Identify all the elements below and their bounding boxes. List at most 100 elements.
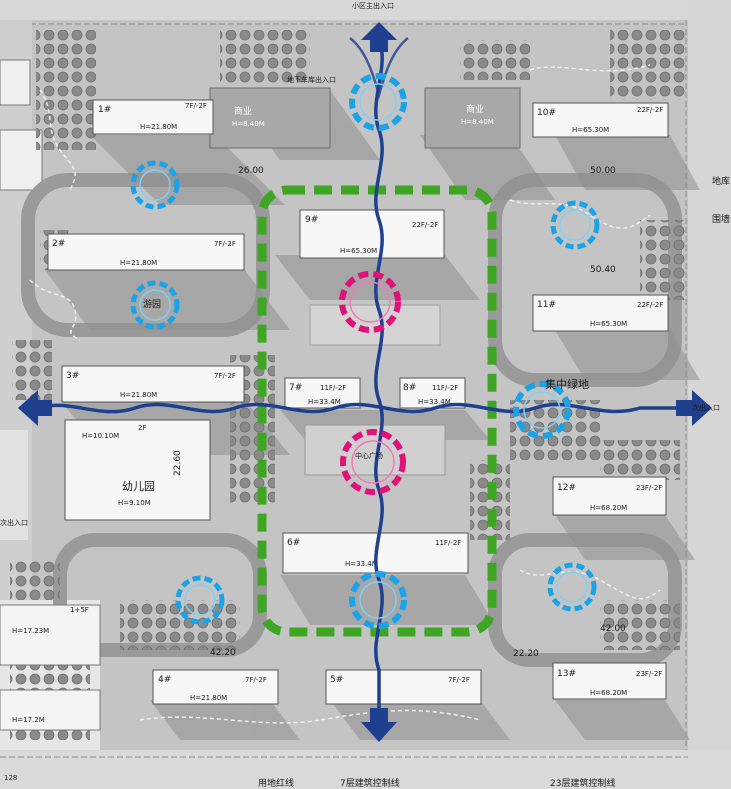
building-9-num: 9# — [305, 215, 318, 225]
node-central-plaza — [340, 429, 406, 495]
pink-nodes — [339, 271, 406, 495]
building-4-height: H=21.80M — [190, 694, 227, 702]
building-6-floors: 11F/-2F — [435, 539, 461, 547]
north-south-axis — [374, 37, 384, 712]
neighbour-building-3 — [0, 430, 28, 540]
building-1-height: H=21.80M — [140, 123, 177, 131]
south-arrow-icon — [361, 708, 397, 742]
neighbour-building — [0, 59, 31, 106]
building-10-height: H=65.30M — [572, 126, 609, 134]
building-13-num: 13# — [557, 669, 576, 679]
building-13-floors: 23F/-2F — [636, 670, 662, 678]
outside-height-2: H=17.2M — [12, 716, 45, 724]
building-5-floors: 7F/-2F — [448, 676, 470, 684]
central-green-label: 集中绿地 — [545, 377, 589, 391]
dim-6: 42.20 — [210, 648, 236, 658]
residential-buildings — [47, 99, 669, 705]
node-amusement-garden — [130, 280, 180, 330]
setback-7-label: 7层建筑控制线 — [340, 777, 400, 789]
commercial-2-height: H=8.40M — [461, 118, 494, 126]
garage-entrance-label: 地下车库出入口 — [287, 75, 336, 84]
building-2-num: 2# — [52, 239, 65, 249]
neighbour-west-1 — [0, 604, 101, 666]
building-10-num: 10# — [537, 108, 556, 118]
east-road-label-1: 地库 — [712, 175, 730, 187]
commercial-1-name: 商业 — [234, 105, 252, 117]
commercial-blocks — [209, 87, 521, 149]
kinder-height-bottom: H=9.10M — [118, 499, 151, 507]
commercial-2-name: 商业 — [466, 103, 484, 115]
building-5-num: 5# — [330, 675, 343, 685]
building-3-floors: 7F/-2F — [214, 372, 236, 380]
neighbour-building-2 — [0, 129, 43, 191]
kinder-height-top: H=10.10M — [82, 432, 119, 440]
node-north-entrance — [349, 73, 407, 131]
node-se-garden — [547, 562, 597, 612]
building-11-height: H=65.30M — [590, 320, 627, 328]
node-central-green — [513, 381, 571, 439]
garden-paths — [29, 64, 661, 724]
axis-branch-north — [349, 37, 409, 100]
building-4-floors: 7F/-2F — [245, 676, 267, 684]
tree-masses — [10, 30, 685, 740]
node-sw-garden — [175, 575, 225, 625]
building-12-floors: 23F/-2F — [636, 484, 662, 492]
east-west-axis — [37, 402, 690, 414]
outside-floors: 1+5F — [70, 606, 89, 614]
west-arrow-icon — [18, 390, 52, 426]
main-entrance-label: 小区主出入口 — [352, 1, 394, 10]
building-8-num: 8# — [403, 383, 416, 393]
building-6-num: 6# — [287, 538, 300, 548]
building-1-num: 1# — [98, 105, 111, 115]
east-arrow-icon — [676, 390, 712, 426]
building-13-height: H=68.20M — [590, 689, 627, 697]
building-10-floors: 22F/-2F — [637, 106, 663, 114]
setback-23-label: 23层建筑控制线 — [550, 777, 615, 789]
building-3-num: 3# — [66, 371, 79, 381]
blue-nodes — [130, 73, 600, 629]
building-11-num: 11# — [537, 300, 556, 310]
building-7-height: H=33.4M — [308, 398, 341, 406]
building-12-height: H=68.20M — [590, 504, 627, 512]
building-9-height: H=65.30M — [340, 247, 377, 255]
east-road-label-2: 围墙 — [712, 213, 730, 225]
outside-height-1: H=17.23M — [12, 627, 49, 635]
building-1-floors: 7F/-2F — [185, 102, 207, 110]
kinder-name: 幼儿园 — [122, 480, 155, 493]
amusement-garden-label: 游园 — [143, 298, 161, 310]
building-11-floors: 22F/-2F — [637, 301, 663, 309]
building-8-floors: 11F/-2F — [432, 384, 458, 392]
building-8-height: H=33.4M — [418, 398, 451, 406]
dim-1: 26.00 — [238, 166, 264, 176]
building-9-floors: 22F/-2F — [412, 221, 438, 229]
building-7-floors: 11F/-2F — [320, 384, 346, 392]
kindergarten — [64, 419, 211, 521]
dim-7: 22.60 — [173, 450, 183, 476]
neighbour-west-2 — [0, 689, 101, 731]
node-south-plaza — [349, 571, 407, 629]
building-4-num: 4# — [158, 675, 171, 685]
north-road — [0, 0, 731, 20]
outside-number: 128 — [4, 774, 17, 782]
north-plaza-pad — [309, 304, 441, 346]
central-plaza-label: 中心广场 — [355, 451, 383, 460]
dim-4: 42.00 — [600, 624, 626, 634]
building-12-num: 12# — [557, 483, 576, 493]
node-ne-garden — [550, 200, 600, 250]
dim-3: 50.40 — [590, 265, 616, 275]
building-6-height: H=33.4M — [345, 560, 378, 568]
building-2-height: H=21.80M — [120, 259, 157, 267]
node-nw-garden — [130, 160, 180, 210]
dim-2: 50.00 — [590, 166, 616, 176]
dim-5: 22.20 — [513, 649, 539, 659]
commercial-1-height: H=8.40M — [232, 120, 265, 128]
node-north-plaza — [339, 271, 401, 333]
east-entrance-label: 次出入口 — [692, 403, 720, 412]
building-3-height: H=21.80M — [120, 391, 157, 399]
west-entrance-label: 次出入口 — [0, 518, 28, 527]
building-7-num: 7# — [289, 383, 302, 393]
kinder-floors: 2F — [138, 424, 146, 432]
red-line-label: 用地红线 — [258, 777, 294, 789]
north-arrow-icon — [361, 22, 397, 52]
